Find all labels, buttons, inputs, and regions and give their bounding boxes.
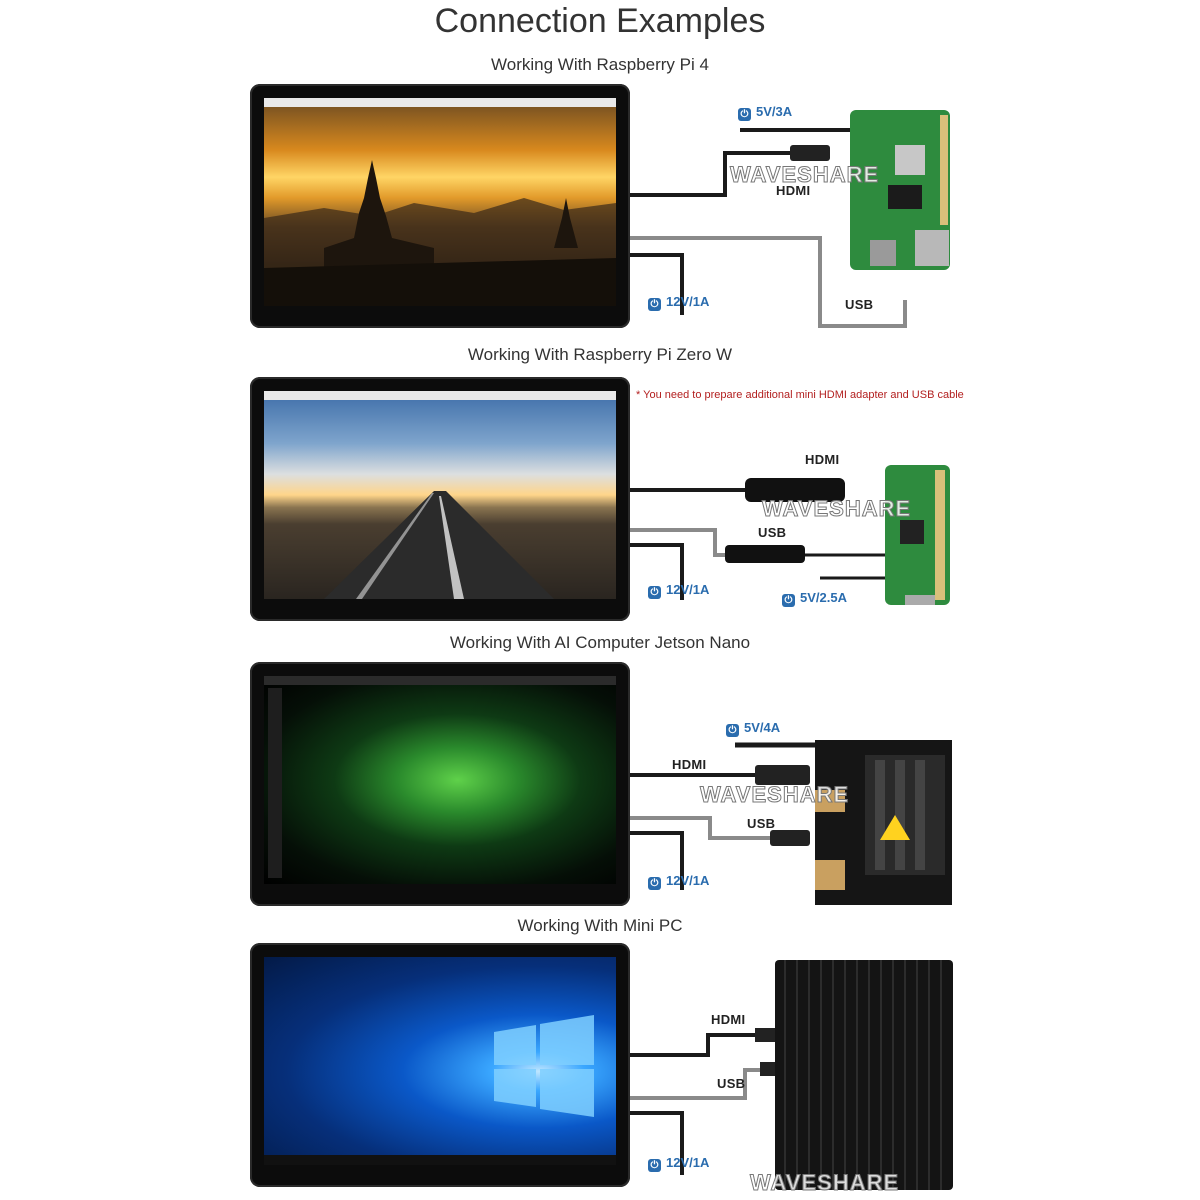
power-icon: ⏻ [648, 298, 661, 311]
usb-label-jetson: USB [747, 816, 776, 831]
desktop-taskbar [264, 391, 616, 400]
power-label-jetson: ⏻5V/4A [726, 720, 780, 737]
power-icon: ⏻ [648, 877, 661, 890]
hdmi-cable-pi4 [630, 151, 790, 197]
monitor-pi4 [250, 84, 630, 328]
power-label-pizero: ⏻5V/2.5A [782, 590, 847, 607]
mini-hdmi-adapter [745, 478, 845, 502]
watermark: WAVESHARE [749, 1170, 900, 1196]
power-label-screen-minipc: ⏻12V/1A [648, 1155, 709, 1172]
section-heading-minipc: Working With Mini PC [517, 916, 683, 935]
power-cable-screen-minipc [630, 1111, 684, 1175]
mini-pc-case [775, 960, 953, 1190]
adapter-note: * You need to prepare additional mini HD… [636, 389, 964, 401]
power-icon: ⏻ [648, 1159, 661, 1172]
section-heading-pi4: Working With Raspberry Pi 4 [491, 55, 709, 74]
monitor-jetson [250, 662, 630, 906]
desktop-taskbar [264, 98, 616, 107]
usb-cable-pi4 [630, 236, 907, 328]
raspberry-pi-zero-board [885, 465, 950, 605]
power-cable-screen-pi4 [630, 253, 684, 315]
road-illustration [324, 491, 554, 599]
launcher-dock [268, 688, 282, 878]
hdmi-cable-minipc [630, 1033, 760, 1057]
power-label-screen-pizero: ⏻12V/1A [648, 582, 709, 599]
usb-otg-adapter [725, 545, 805, 563]
jetson-nano-board [815, 740, 952, 905]
screen-windows-desktop [264, 957, 616, 1165]
power-label-screen-jetson: ⏻12V/1A [648, 873, 709, 890]
power-cable-screen-jetson [630, 831, 684, 890]
hdmi-plug-pi4 [790, 145, 830, 161]
usb-label-pi4: USB [845, 297, 874, 312]
monitor-minipc [250, 943, 630, 1187]
hdmi-label-jetson: HDMI [672, 757, 707, 772]
power-label-pi4: ⏻5V/3A [738, 104, 792, 121]
desktop-taskbar [264, 676, 616, 685]
power-icon: ⏻ [782, 594, 795, 607]
usb-cable-minipc [630, 1068, 768, 1100]
watermark: WAVESHARE [729, 162, 880, 188]
power-icon: ⏻ [648, 586, 661, 599]
page-title: Connection Examples [434, 2, 766, 40]
monitor-pizero [250, 377, 630, 621]
hdmi-label-minipc: HDMI [711, 1012, 746, 1027]
power-label-screen-pi4: ⏻12V/1A [648, 294, 709, 311]
power-cable-screen-pizero [630, 543, 684, 600]
windows-logo [494, 1015, 594, 1117]
usb-label-pizero: USB [758, 525, 787, 540]
screen-nvidia-desktop [264, 676, 616, 884]
power-icon: ⏻ [738, 108, 751, 121]
power-icon: ⏻ [726, 724, 739, 737]
screen-road-sunrise [264, 391, 616, 599]
screen-sunset-temple [264, 98, 616, 306]
section-heading-jetson: Working With AI Computer Jetson Nano [449, 633, 751, 652]
hdmi-label-pizero: HDMI [805, 452, 840, 467]
usb-cable-jetson [630, 816, 770, 840]
raspberry-pi-4-board [850, 110, 950, 270]
windows-taskbar [264, 1155, 616, 1165]
section-heading-pizero: Working With Raspberry Pi Zero W [467, 345, 733, 364]
watermark: WAVESHARE [761, 496, 912, 522]
watermark: WAVESHARE [699, 782, 850, 808]
temple-silhouette [264, 160, 616, 306]
hdmi-label-pi4: HDMI [776, 183, 811, 198]
usb-label-minipc: USB [717, 1076, 746, 1091]
